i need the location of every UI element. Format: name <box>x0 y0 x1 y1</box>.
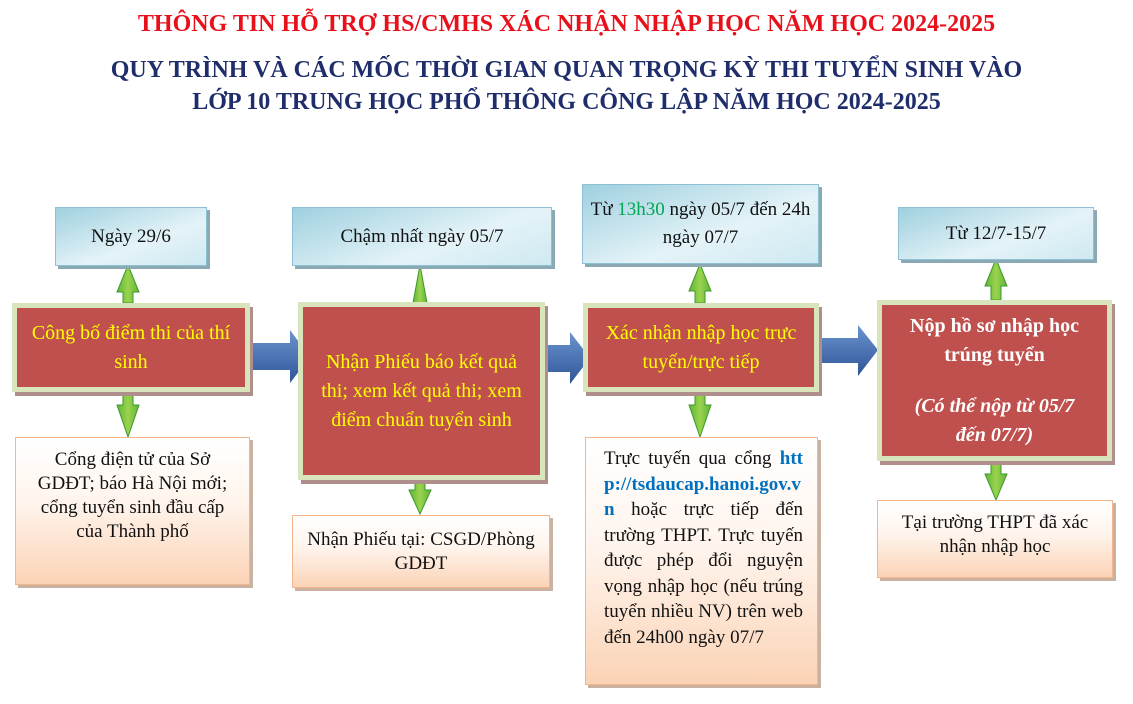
step1-detail: Cổng điện tử của Sở GDĐT; báo Hà Nội mới… <box>37 449 228 542</box>
step4-action-note: (Có thể nộp từ 05/7 đến 07/7) <box>914 394 1075 446</box>
down-arrow-4 <box>984 462 1008 502</box>
step3-action: Xác nhận nhập học trực tuyến/trực tiếp <box>605 321 797 373</box>
up-arrow-1 <box>116 263 140 304</box>
step1-action-box: Công bố điểm thi của thí sinh <box>12 303 250 392</box>
step2-action: Nhận Phiếu báo kết quả thi; xem kết quả … <box>321 350 522 431</box>
step3-date-suffix: ngày 05/7 đến 24h ngày 07/7 <box>662 199 811 248</box>
up-arrow-4 <box>984 257 1008 301</box>
step4-action: Nộp hồ sơ nhập học trúng tuyển <box>910 314 1079 366</box>
step3-detail-suffix: hoặc trực tiếp đến trường THPT. Trực tuy… <box>604 499 803 648</box>
step2-detail: Nhận Phiếu tại: CSGD/Phòng GDĐT <box>307 529 535 574</box>
down-arrow-3 <box>688 393 712 439</box>
step4-action-box: Nộp hồ sơ nhập học trúng tuyển (Có thể nộ… <box>877 300 1112 461</box>
step1-date: Ngày 29/6 <box>91 225 171 247</box>
down-arrow-1 <box>116 393 140 439</box>
step4-detail: Tại trường THPT đã xác nhận nhập học <box>901 512 1089 557</box>
flow-arrow-2 <box>530 332 590 384</box>
main-title: THÔNG TIN HỖ TRỢ HS/CMHS XÁC NHẬN NHẬP H… <box>137 11 996 37</box>
subtitle-line1: QUY TRÌNH VÀ CÁC MỐC THỜI GIAN QUAN TRỌN… <box>110 57 1023 83</box>
step3-date-box: Từ 13h30 ngày 05/7 đến 24h ngày 07/7 <box>582 184 819 264</box>
step3-detail-prefix: Trực tuyến qua cổng <box>604 448 780 469</box>
step3-date-time: 13h30 <box>617 199 665 220</box>
subtitle-line2: LỚP 10 TRUNG HỌC PHỔ THÔNG CÔNG LẬP NĂM … <box>192 89 941 115</box>
flow-arrow-3 <box>818 325 878 376</box>
up-arrow-3 <box>688 262 712 304</box>
step2-date-box: Chậm nhất ngày 05/7 <box>292 207 552 266</box>
step4-date: Từ 12/7-15/7 <box>945 222 1047 244</box>
step2-action-box: Nhận Phiếu báo kết quả thi; xem kết quả … <box>298 302 545 480</box>
step3-action-box: Xác nhận nhập học trực tuyến/trực tiếp <box>583 303 819 392</box>
step1-detail-box: Cổng điện tử của Sở GDĐT; báo Hà Nội mới… <box>15 437 250 585</box>
up-arrow-2 <box>412 264 428 304</box>
step4-detail-box: Tại trường THPT đã xác nhận nhập học <box>877 500 1113 578</box>
step2-detail-box: Nhận Phiếu tại: CSGD/Phòng GDĐT <box>292 515 550 588</box>
step2-date: Chậm nhất ngày 05/7 <box>340 225 504 247</box>
step1-date-box: Ngày 29/6 <box>55 207 207 266</box>
step3-detail-box: Trực tuyến qua cổng http://tsdaucap.hano… <box>585 437 818 685</box>
portal-link[interactable]: http://tsdaucap.hanoi.gov.vn <box>604 448 803 520</box>
down-arrow-2 <box>408 479 432 516</box>
step3-date-prefix: Từ <box>590 199 618 220</box>
step1-action: Công bố điểm thi của thí sinh <box>31 321 231 373</box>
step4-date-box: Từ 12/7-15/7 <box>898 207 1094 260</box>
flow-arrow-1 <box>250 330 310 383</box>
